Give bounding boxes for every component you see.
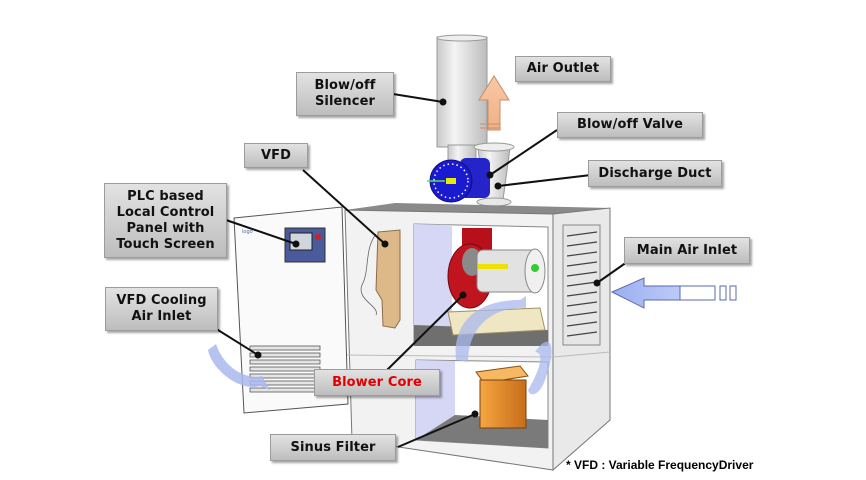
louvre-slat	[566, 261, 598, 267]
label-main-air-inlet: Main Air Inlet	[624, 237, 750, 264]
label-vfd: VFD	[244, 143, 308, 168]
vfd-cable	[360, 233, 377, 316]
louvre-slat	[566, 271, 598, 277]
louvre-slat	[566, 301, 598, 307]
louvre-slat	[566, 321, 598, 327]
louvre-slat	[566, 291, 598, 297]
louvre-slat	[566, 241, 598, 247]
vfd-cooling-airflow	[208, 344, 270, 390]
vfd-cooling-louvres	[249, 345, 321, 393]
blower-core	[447, 228, 546, 336]
main-air-inlet-arrow	[610, 277, 737, 309]
louvre-slat	[566, 331, 598, 337]
sinus-filter	[475, 365, 529, 429]
louvre-slat	[566, 231, 598, 237]
main-air-inlet-louvres	[566, 231, 598, 337]
svg-text:logo: logo	[242, 229, 253, 235]
label-plc-panel: PLC based Local Control Panel with Touch…	[104, 183, 227, 258]
vfd-board	[375, 229, 401, 329]
label-blowoff-valve: Blow/off Valve	[557, 112, 703, 138]
cooling-louvre-slat	[249, 387, 321, 393]
vfd-footnote: * VFD : Variable FrequencyDriver	[566, 458, 754, 472]
air-outlet-arrow	[478, 75, 510, 131]
label-vfd-cooling-air-inlet: VFD Cooling Air Inlet	[105, 287, 218, 331]
louvre-slat	[566, 251, 598, 257]
cooling-louvre-slat	[249, 359, 321, 365]
label-blower-core: Blower Core	[314, 369, 440, 396]
label-discharge-duct: Discharge Duct	[588, 160, 722, 187]
blowoff-valve	[427, 158, 490, 203]
label-air-outlet: Air Outlet	[515, 56, 611, 82]
louvre-slat	[566, 281, 598, 287]
filter-airflow	[528, 341, 552, 395]
label-sinus-filter: Sinus Filter	[270, 434, 396, 461]
blowoff-silencer	[436, 34, 488, 164]
blower-airflow	[455, 296, 526, 362]
cooling-louvre-slat	[249, 366, 321, 372]
louvre-slat	[566, 311, 598, 317]
label-blowoff-silencer: Blow/off Silencer	[296, 72, 394, 116]
cooling-louvre-slat	[249, 345, 321, 351]
cooling-louvre-slat	[249, 352, 321, 358]
